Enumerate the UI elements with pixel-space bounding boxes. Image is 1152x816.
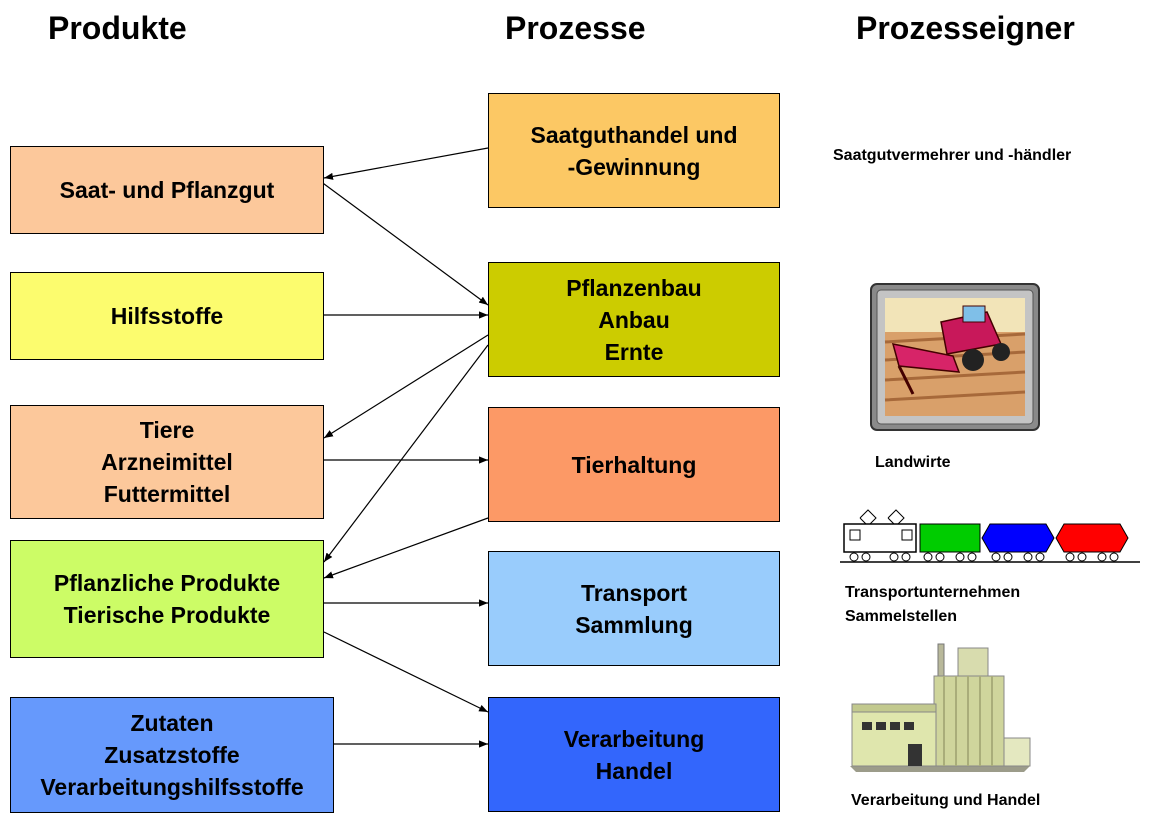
- product-box-plant-animal-products: Pflanzliche Produkte Tierische Produkte: [10, 540, 324, 658]
- owner-transport-label: Transportunternehmen: [845, 584, 1021, 601]
- product-line: Hilfsstoffe: [110, 303, 224, 329]
- process-box-transport-collection: Transport Sammlung: [488, 551, 780, 666]
- product-line: Saat- und Pflanzgut: [59, 177, 275, 203]
- arrow-q3-to-p4: [323, 517, 489, 579]
- product-box-seed: Saat- und Pflanzgut: [10, 146, 324, 234]
- arrow-q1-to-p1: [323, 147, 489, 180]
- products-heading: Produkte: [48, 10, 187, 46]
- process-line: Sammlung: [575, 611, 693, 638]
- process-line: Ernte: [604, 338, 664, 365]
- product-box-animals-feed: Tiere Arzneimittel Futtermittel: [10, 405, 324, 519]
- process-line: Transport: [580, 579, 688, 606]
- process-line: Anbau: [598, 306, 670, 333]
- arrow-p1-to-q2: [315, 177, 489, 306]
- process-line: -Gewinnung: [567, 153, 701, 180]
- product-line: Tiere: [139, 417, 195, 443]
- process-line: Verarbeitung: [563, 725, 705, 752]
- processing-plant-icon: [850, 643, 1031, 772]
- arrow-p4-to-q5: [323, 631, 489, 713]
- owner-farmers-label: Landwirte: [875, 454, 951, 471]
- owner-collection-label: Sammelstellen: [845, 608, 958, 625]
- process-box-processing-trade: Verarbeitung Handel: [488, 697, 780, 812]
- process-box-seed-trade: Saatguthandel und -Gewinnung: [488, 93, 780, 208]
- owner-processing-label: Verarbeitung und Handel: [851, 792, 1041, 809]
- arrow-q2-to-p3: [323, 334, 489, 439]
- product-box-auxiliaries: Hilfsstoffe: [10, 272, 324, 360]
- process-line: Handel: [595, 757, 673, 784]
- processes-heading: Prozesse: [505, 10, 646, 46]
- product-box-ingredients-additives: Zutaten Zusatzstoffe Verarbeitungshilfss…: [10, 697, 334, 813]
- product-line: Pflanzliche Produkte: [53, 570, 281, 596]
- process-line: Saatguthandel und: [530, 121, 738, 148]
- process-line: Pflanzenbau: [566, 274, 702, 301]
- arrow-q2-to-p4: [323, 344, 489, 563]
- process-line: Tierhaltung: [571, 451, 697, 478]
- combine-harvester-icon: [870, 283, 1040, 431]
- process-box-animal-husbandry: Tierhaltung: [488, 407, 780, 522]
- product-line: Arzneimittel: [101, 449, 233, 475]
- product-line: Zusatzstoffe: [104, 742, 240, 768]
- product-line: Verarbeitungshilfsstoffe: [40, 774, 304, 800]
- process-box-crop-farming: Pflanzenbau Anbau Ernte: [488, 262, 780, 377]
- freight-train-icon: [840, 509, 1140, 563]
- owners-heading: Prozesseigner: [856, 10, 1075, 46]
- product-line: Tierische Produkte: [63, 602, 271, 628]
- owner-seed-label: Saatgutvermehrer und -händler: [833, 147, 1072, 164]
- product-line: Futtermittel: [103, 481, 231, 507]
- product-line: Zutaten: [130, 710, 214, 736]
